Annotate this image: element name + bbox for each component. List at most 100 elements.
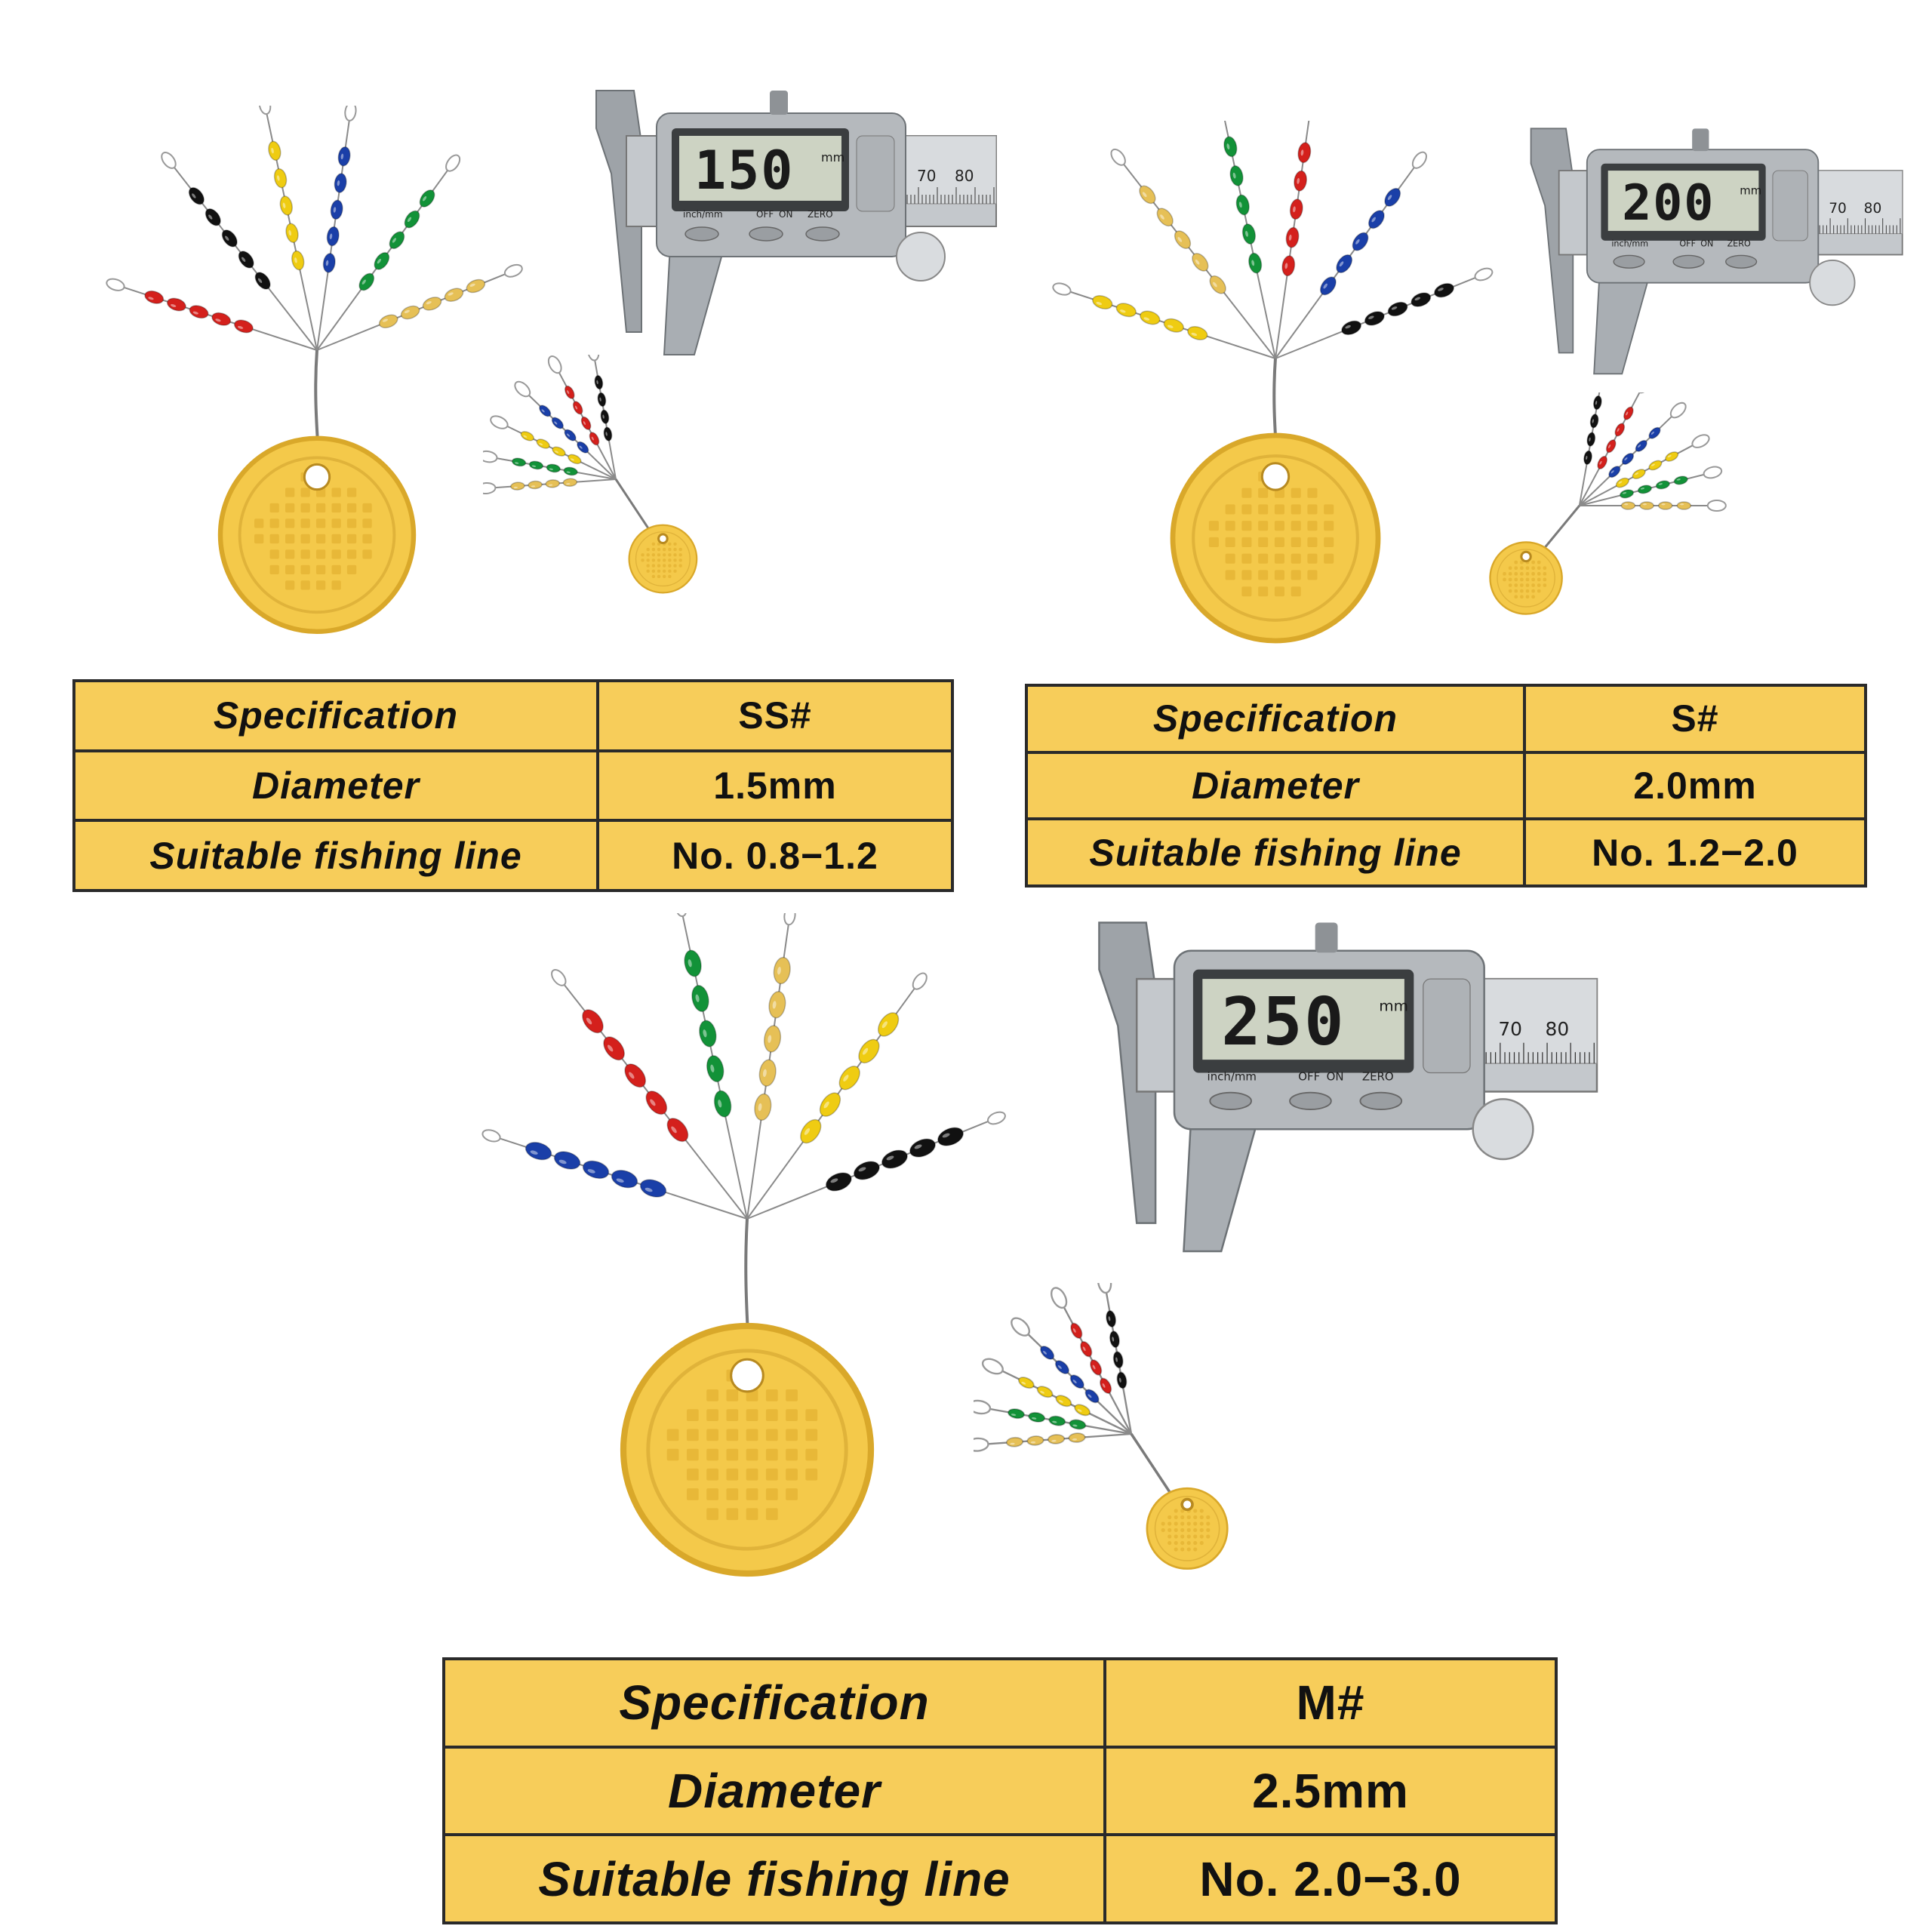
button-label: ZERO xyxy=(1362,1070,1394,1084)
table-row: Specification SS# xyxy=(72,679,954,752)
bead-branch xyxy=(981,1358,1132,1435)
bead-branch xyxy=(1579,434,1710,506)
button-label: ON xyxy=(1700,238,1713,248)
diameter-label: Diameter xyxy=(442,1745,1106,1837)
bead-branch xyxy=(483,478,617,495)
bead-branch xyxy=(974,1432,1132,1452)
bead-branch xyxy=(1579,500,1727,512)
scale-label: 70 xyxy=(917,167,936,185)
bead-branch xyxy=(1110,148,1276,359)
bead-branch xyxy=(586,355,617,480)
lcd-screen xyxy=(1607,171,1759,231)
caliper-button xyxy=(1289,1091,1332,1111)
table-row: Specification M# xyxy=(442,1657,1558,1749)
table-row: Diameter 1.5mm xyxy=(72,749,954,823)
bead-branch xyxy=(316,106,357,351)
caliper-scale xyxy=(897,135,997,205)
fishing-line-value: No. 0.8−1.2 xyxy=(596,819,954,892)
bead-branch xyxy=(1579,401,1687,506)
table-row: Diameter 2.5mm xyxy=(442,1745,1558,1837)
bead-branch xyxy=(1223,121,1276,359)
bead-branch xyxy=(1275,151,1427,359)
caliper-thumb-wheel xyxy=(896,232,946,281)
lcd-unit: mm xyxy=(821,150,844,165)
fishing-line-label: Suitable fishing line xyxy=(1025,817,1526,888)
bead-branch xyxy=(490,415,617,480)
bead-branch xyxy=(1579,466,1723,506)
button-label: ON xyxy=(779,209,792,220)
spec-value: SS# xyxy=(596,679,954,752)
diameter-label: Diameter xyxy=(72,749,599,823)
spec-table-s: Specification S# Diameter 2.0mm Suitable… xyxy=(1025,684,1867,888)
caliper-thumb-screw xyxy=(1692,128,1709,152)
table-row: Diameter 2.0mm xyxy=(1025,750,1867,821)
table-row: Suitable fishing line No. 0.8−1.2 xyxy=(72,819,954,892)
lcd-reading: 200 xyxy=(1622,175,1715,232)
lcd-unit: mm xyxy=(1379,997,1408,1014)
bead-branch xyxy=(1578,392,1602,506)
bead-branch xyxy=(316,154,461,351)
button-label: ZERO xyxy=(808,209,833,220)
float-disc xyxy=(1170,432,1381,644)
diameter-value: 1.5mm xyxy=(596,749,954,823)
caliper-scale xyxy=(1474,978,1598,1064)
float-disc xyxy=(217,435,417,634)
bead-branch xyxy=(746,913,796,1220)
float-disc xyxy=(620,1322,875,1577)
scale-label: 70 xyxy=(1498,1018,1522,1040)
table-row: Specification S# xyxy=(1025,684,1867,754)
float-disc xyxy=(1489,541,1563,615)
fishing-line-label: Suitable fishing line xyxy=(72,819,599,892)
bead-branch xyxy=(1275,267,1494,359)
bead-branch xyxy=(746,1111,1006,1220)
spec-table-ss: Specification SS# Diameter 1.5mm Suitabl… xyxy=(72,679,954,892)
lcd-screen xyxy=(1202,979,1404,1060)
diameter-label: Diameter xyxy=(1025,750,1526,821)
bead-branch xyxy=(674,913,748,1220)
button-label: OFF xyxy=(1298,1070,1320,1084)
table-row: Suitable fishing line No. 1.2−2.0 xyxy=(1025,817,1867,888)
lcd-unit: mm xyxy=(1740,184,1761,198)
caliper-button xyxy=(1725,254,1758,269)
bead-branch xyxy=(481,1129,748,1220)
stem-wire xyxy=(1130,1433,1176,1500)
diameter-value: 2.0mm xyxy=(1523,750,1867,821)
bead-branch xyxy=(551,968,748,1220)
button-label: inch/mm xyxy=(683,209,723,220)
caliper-button xyxy=(749,226,783,242)
bead-branch xyxy=(514,380,617,480)
battery-cover xyxy=(856,135,895,212)
battery-cover xyxy=(1423,978,1471,1074)
bead-branch xyxy=(483,450,617,480)
button-label: inch/mm xyxy=(1611,238,1648,248)
battery-cover xyxy=(1772,170,1808,242)
caliper-scale xyxy=(1810,170,1903,235)
bead-branch xyxy=(161,152,318,351)
scale-label: 80 xyxy=(1546,1018,1570,1040)
spec-label: Specification xyxy=(442,1657,1106,1749)
caliper-button xyxy=(1613,254,1645,269)
bead-stopper-small-ss xyxy=(483,355,698,594)
spec-table-m: Specification M# Diameter 2.5mm Suitable… xyxy=(442,1657,1558,1924)
bead-branch xyxy=(547,355,617,480)
caliper-button xyxy=(1672,254,1705,269)
caliper-button xyxy=(685,226,719,242)
bead-branch xyxy=(1011,1317,1132,1435)
caliper-thumb-screw xyxy=(770,91,788,115)
bead-branch xyxy=(316,263,523,351)
caliper-button xyxy=(1209,1091,1252,1111)
bead-branch xyxy=(106,278,318,351)
button-label: ON xyxy=(1327,1070,1344,1084)
caliper-button xyxy=(1359,1091,1403,1111)
bead-branch xyxy=(974,1399,1132,1435)
table-row: Suitable fishing line No. 2.0−3.0 xyxy=(442,1833,1558,1924)
caliper-thumb-screw xyxy=(1315,922,1338,953)
bead-branch xyxy=(1097,1283,1133,1435)
spec-value: M# xyxy=(1103,1657,1558,1749)
